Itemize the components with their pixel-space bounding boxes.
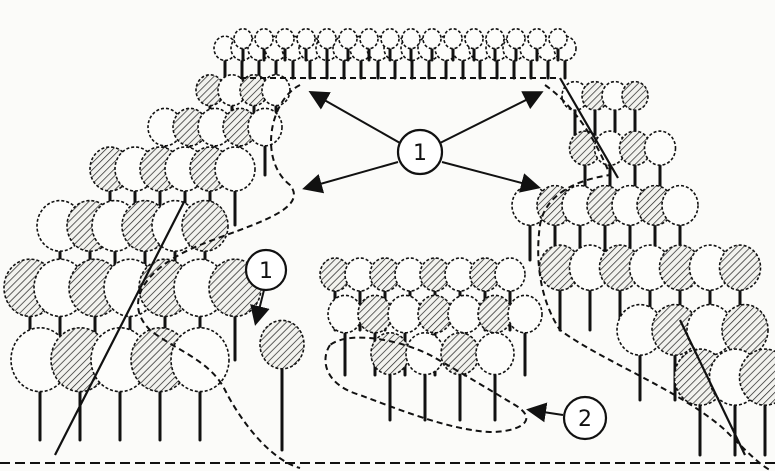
tree bbox=[214, 146, 256, 227]
tree bbox=[440, 332, 480, 422]
tree-line-back bbox=[213, 28, 577, 80]
tree bbox=[506, 28, 526, 62]
tree-line-left bbox=[3, 73, 291, 442]
callout-1-secondary: 1 bbox=[244, 248, 288, 326]
perspective-line-left bbox=[54, 199, 186, 456]
clearing-edge-left bbox=[137, 84, 301, 469]
tree bbox=[621, 80, 649, 137]
perspective-line-right bbox=[679, 319, 746, 456]
tree bbox=[401, 28, 421, 62]
tree bbox=[275, 28, 295, 62]
tree bbox=[405, 332, 445, 422]
callout-label: 2 bbox=[578, 407, 592, 432]
tree bbox=[422, 28, 442, 62]
tree bbox=[581, 80, 609, 137]
tree bbox=[507, 294, 543, 377]
tree-line-right bbox=[511, 80, 775, 457]
callout-label: 1 bbox=[413, 141, 427, 166]
tree bbox=[327, 294, 363, 377]
tree bbox=[527, 28, 547, 62]
perspective-line-top-right bbox=[559, 77, 619, 179]
tree bbox=[548, 28, 568, 62]
tree bbox=[464, 28, 484, 62]
tree bbox=[317, 28, 337, 62]
callout-circle bbox=[562, 395, 608, 441]
tree bbox=[233, 28, 253, 62]
tree bbox=[380, 28, 400, 62]
tree bbox=[616, 303, 664, 402]
tree bbox=[643, 130, 677, 197]
tree bbox=[259, 319, 305, 452]
callout-2: 2 bbox=[526, 395, 608, 441]
tree bbox=[738, 348, 775, 457]
clearing-edge-right bbox=[537, 84, 771, 471]
callout-circle bbox=[244, 248, 288, 292]
single-tree bbox=[259, 319, 305, 452]
callout-label: 1 bbox=[259, 259, 273, 284]
tree bbox=[247, 107, 283, 177]
callout-1-main: 1 bbox=[302, 91, 544, 194]
tree bbox=[338, 28, 358, 62]
tree bbox=[475, 332, 515, 422]
tree bbox=[359, 28, 379, 62]
tree-island bbox=[319, 257, 543, 422]
callout-circle bbox=[396, 128, 444, 176]
tree bbox=[485, 28, 505, 62]
tree bbox=[443, 28, 463, 62]
tree bbox=[254, 28, 274, 62]
tree bbox=[673, 348, 727, 457]
tree bbox=[296, 28, 316, 62]
tree bbox=[618, 130, 652, 197]
